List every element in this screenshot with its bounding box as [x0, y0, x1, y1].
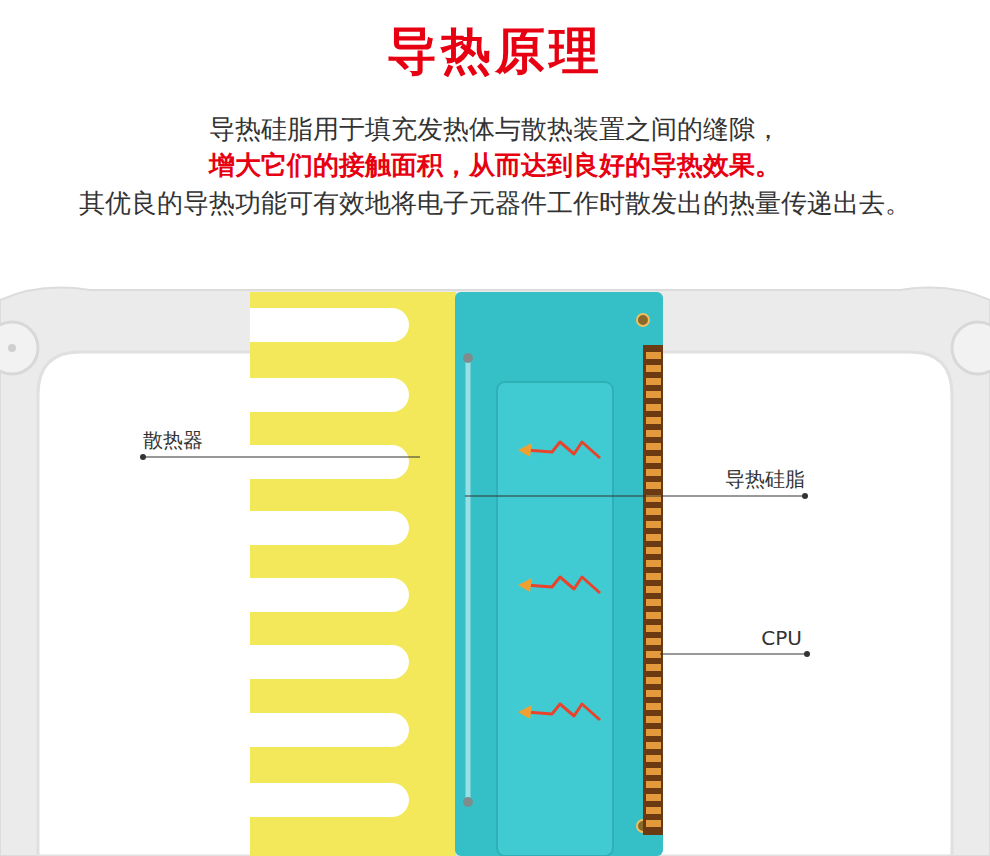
heat-zigzag [526, 442, 600, 458]
cpu-pin [646, 430, 661, 437]
cpu-pin [646, 638, 661, 645]
heat-zigzag [526, 577, 600, 593]
cpu-pin [646, 417, 661, 424]
frame-hole [8, 344, 16, 352]
fin-slot [250, 378, 409, 412]
cpu-pin [646, 742, 661, 749]
cpu-pin [646, 443, 661, 450]
fin-slot [250, 308, 409, 342]
cpu-pin [646, 716, 661, 723]
fin-slot [250, 578, 409, 612]
leader-dot [802, 493, 808, 499]
cpu-pin [646, 690, 661, 697]
cpu-pin [646, 560, 661, 567]
cpu-pin [646, 534, 661, 541]
fin-slot [250, 713, 409, 747]
screw-dot [463, 797, 473, 807]
cpu-pin [646, 729, 661, 736]
cpu-pin [646, 781, 661, 788]
cpu-pin [646, 547, 661, 554]
part-label: CPU [652, 626, 802, 650]
cpu-pin [646, 612, 661, 619]
cpu-pin [646, 404, 661, 411]
cpu-pin [646, 794, 661, 801]
heatsink-fins [250, 308, 409, 817]
cpu-pin [646, 508, 661, 515]
heat-head [518, 443, 532, 457]
cpu-pin [646, 807, 661, 814]
screw-dot [637, 314, 649, 326]
cpu-pin [646, 703, 661, 710]
cpu-pin [646, 625, 661, 632]
leader-dot [140, 454, 146, 460]
thermal-grease [455, 292, 663, 856]
cpu-pin [646, 599, 661, 606]
groove [466, 360, 471, 800]
heat-arrow [518, 577, 600, 593]
cpu-pin [646, 573, 661, 580]
intro-text: 其优良的导热功能可有效地将电子元器件工作时散发出的热量传递出去。 [0, 186, 990, 221]
title: 导热原理 [0, 18, 990, 85]
mount-frame [0, 288, 990, 856]
frame-lug [0, 322, 38, 374]
heat-arrows [518, 442, 600, 720]
fin-slot [250, 511, 409, 545]
part-label: 散热器 [143, 427, 303, 454]
cpu-pin [646, 378, 661, 385]
heatsink [250, 292, 456, 856]
cpu-pin [646, 677, 661, 684]
intro-text: 导热硅脂用于填充发热体与散热装置之间的缝隙， [0, 112, 990, 147]
cpu-pin [646, 768, 661, 775]
heat-head [518, 705, 532, 719]
leader-line [660, 654, 807, 655]
leader-dot [804, 651, 810, 657]
heat-arrow [518, 442, 600, 458]
cpu-pin [646, 391, 661, 398]
leader-line [465, 496, 805, 497]
cpu-pin [646, 664, 661, 671]
cpu-pin [646, 586, 661, 593]
fin-slot [250, 445, 409, 479]
heat-zigzag [526, 704, 600, 720]
intro-emphasis: 增大它们的接触面积，从而达到良好的导热效果。 [0, 148, 990, 183]
cpu-pin [646, 755, 661, 762]
cpu-pin [646, 365, 661, 372]
leader-line [143, 457, 420, 458]
heat-arrow [518, 704, 600, 720]
fin-slot [250, 783, 409, 817]
cpu-pin [646, 820, 661, 827]
cpu-pin [646, 651, 661, 658]
screw-dot [463, 353, 473, 363]
cpu-pins [646, 352, 661, 827]
fin-slot [250, 645, 409, 679]
cpu [643, 345, 663, 835]
grease-panel [497, 382, 613, 856]
cpu-pin [646, 469, 661, 476]
frame-lug [952, 322, 990, 374]
cpu-pin [646, 456, 661, 463]
heat-head [518, 578, 532, 592]
cpu-pin [646, 352, 661, 359]
cpu-pin [646, 521, 661, 528]
cpu-pin [646, 482, 661, 489]
part-label: 导热硅脂 [605, 466, 805, 493]
